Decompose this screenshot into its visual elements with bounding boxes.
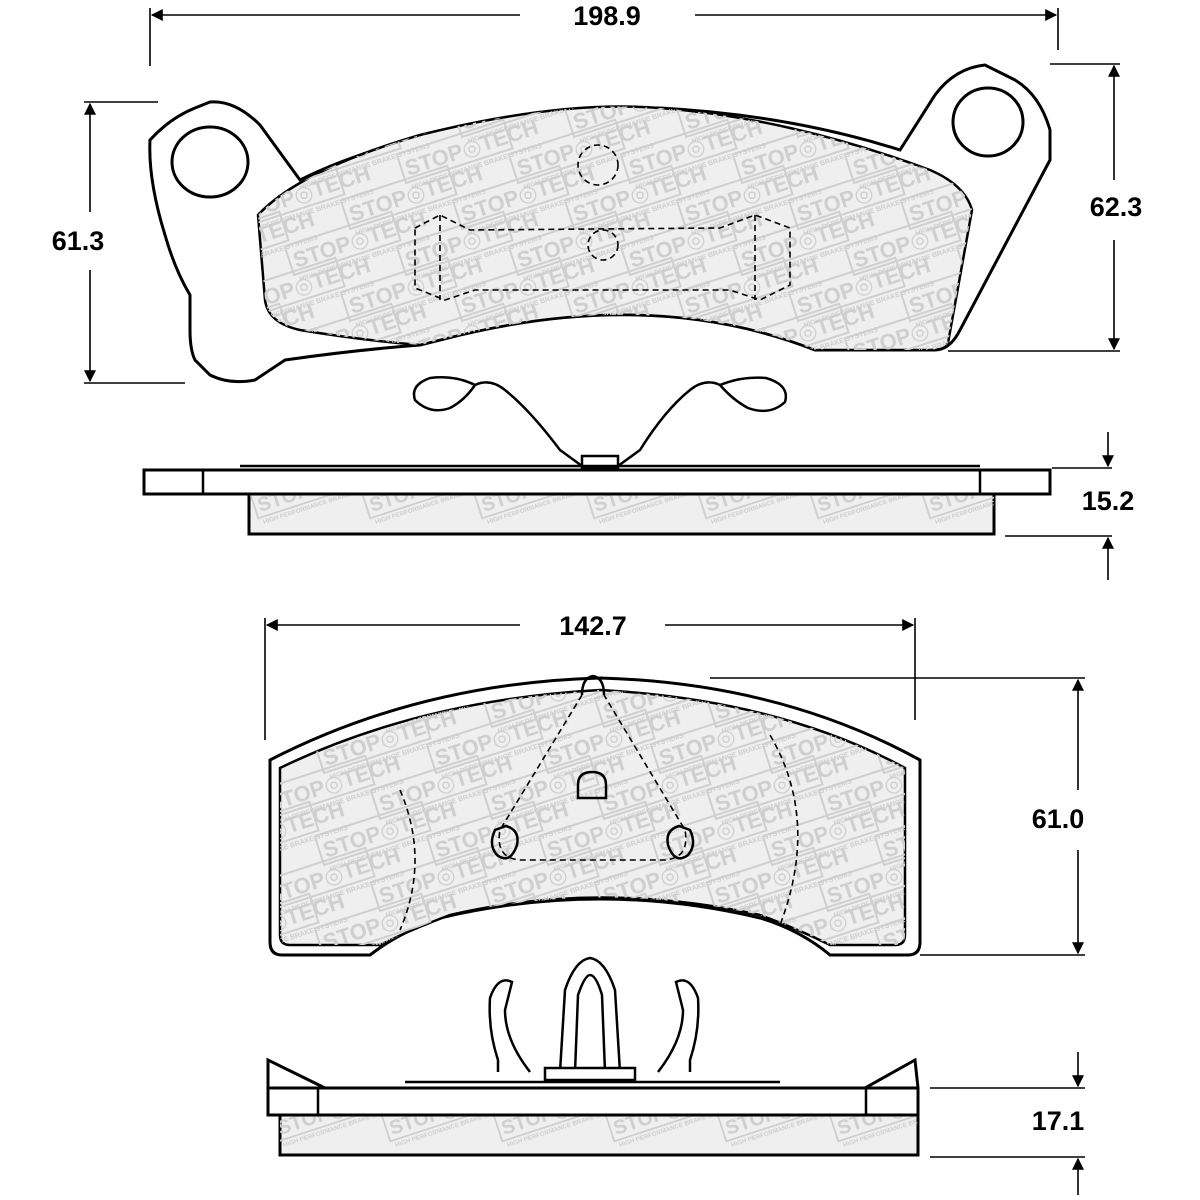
dim-pad2-width: 142.7: [559, 611, 627, 641]
svg-text:HIGH PERFORMANCE BRAKE SYSTEMS: HIGH PERFORMANCE BRAKE SYSTEMS: [635, 326, 767, 375]
pad1-spring-clip: [412, 376, 788, 470]
svg-text:HIGH PERFORMANCE BRAKE SYSTEMS: HIGH PERFORMANCE BRAKE SYSTEMS: [553, 916, 685, 965]
pad2-hidden-features: [399, 694, 799, 931]
svg-text:STOP◎TECH: STOP◎TECH: [962, 298, 1102, 365]
dimension-lines: [84, 8, 1120, 1195]
pad2-friction-material: [278, 688, 907, 947]
dim-pad2-thickness: 17.1: [1032, 1106, 1085, 1136]
pad1-side-friction: [247, 490, 996, 536]
pad1-hidden-features: [414, 144, 791, 301]
dim-pad1-height-right: 62.3: [1090, 192, 1143, 222]
pad1-side-backing-plate: [142, 468, 1052, 496]
svg-text:STOP◎TECH: STOP◎TECH: [824, 658, 964, 725]
pad2-side-friction: [278, 1113, 920, 1157]
pad1-left-mount-hole: [170, 125, 250, 199]
pad2-clip-tab-features: [490, 674, 695, 860]
pad1-right-mount-hole: [951, 86, 1025, 158]
pad2-abutment-clip: [488, 956, 700, 1082]
dim-pad2-height: 61.0: [1032, 804, 1085, 834]
svg-text:HIGH PERFORMANCE BRAKE SYSTEMS: HIGH PERFORMANCE BRAKE SYSTEMS: [523, 326, 655, 375]
dim-pad1-width: 198.9: [573, 1, 641, 31]
dim-pad1-thickness: 15.2: [1082, 486, 1135, 516]
svg-text:HIGH PERFORMANCE BRAKE SYSTEMS: HIGH PERFORMANCE BRAKE SYSTEMS: [441, 916, 573, 965]
dimension-labels: 198.9 61.3 62.3 15.2 142.7 61.0 17.1: [52, 1, 1143, 1136]
pad1-friction-material: [256, 105, 974, 352]
dim-pad1-height-left: 61.3: [52, 226, 105, 256]
svg-text:STOP◎TECH: STOP◎TECH: [794, 68, 934, 135]
